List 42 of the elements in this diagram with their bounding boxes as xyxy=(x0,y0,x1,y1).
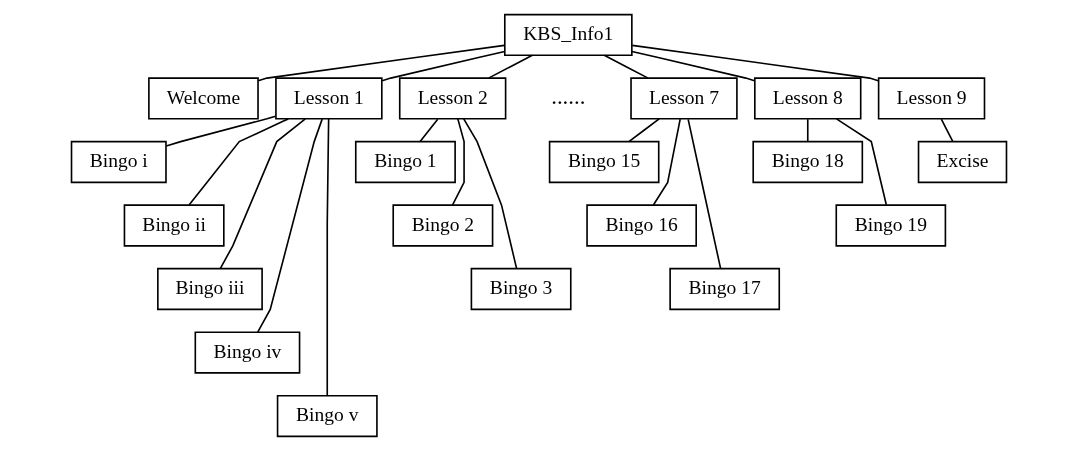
node-box: Bingo 1 xyxy=(354,140,456,184)
node-box: Bingo iii xyxy=(157,267,263,311)
node-box: Bingo 18 xyxy=(752,140,864,184)
connector xyxy=(326,118,330,397)
connector xyxy=(381,50,506,82)
connector xyxy=(687,118,722,270)
node-box: Bingo v xyxy=(276,394,378,438)
connector xyxy=(631,50,756,82)
connector xyxy=(451,118,465,206)
node-box: Bingo 15 xyxy=(548,140,660,184)
node-box: Welcome xyxy=(148,77,259,120)
node-box: Lesson 9 xyxy=(877,77,986,120)
connector xyxy=(219,118,307,270)
connector xyxy=(488,54,534,79)
node-box: Lesson 8 xyxy=(754,77,862,120)
node-box: Bingo 2 xyxy=(392,204,494,247)
node-box: Bingo i xyxy=(70,140,167,184)
node-box: Bingo 19 xyxy=(835,204,947,247)
node-box: Bingo ii xyxy=(123,204,225,247)
connector xyxy=(462,118,518,270)
connector xyxy=(603,54,649,79)
node-box: Excise xyxy=(917,140,1008,184)
node-box: Bingo 17 xyxy=(669,267,781,311)
connector xyxy=(652,118,681,206)
connector xyxy=(835,118,888,206)
connector xyxy=(806,118,809,143)
node-box: Bingo iv xyxy=(194,331,301,374)
label: ...... xyxy=(551,84,586,110)
connector xyxy=(188,118,290,206)
connector xyxy=(628,118,660,143)
node-box: KBS_Info1 xyxy=(503,13,633,57)
connector xyxy=(257,44,506,82)
node-box: Lesson 7 xyxy=(630,77,738,120)
connector xyxy=(256,118,324,333)
node-box: Bingo 3 xyxy=(470,267,572,311)
connector xyxy=(419,118,439,143)
connector xyxy=(631,44,880,82)
connector xyxy=(165,115,277,147)
node-box: Bingo 16 xyxy=(586,204,697,247)
connector xyxy=(940,118,954,143)
node-box: Lesson 2 xyxy=(398,77,507,120)
node-box: Lesson 1 xyxy=(275,77,383,120)
